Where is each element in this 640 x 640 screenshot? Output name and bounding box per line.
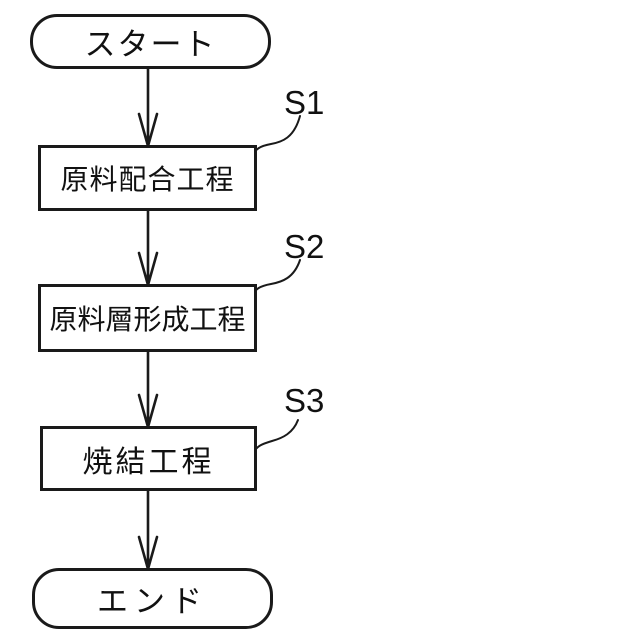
step-label-s1: S1 (284, 84, 325, 121)
arrow-start-to-step1 (137, 67, 159, 148)
node-step1-label: 原料配合工程 (60, 164, 235, 195)
flowchart-node-step3: 焼結工程 (40, 426, 257, 491)
flowchart-node-start: スタート (30, 14, 271, 69)
arrow-step2-to-step3 (137, 349, 159, 429)
flowchart-node-end: エンド (32, 568, 273, 629)
node-end-label: エンド (97, 584, 208, 619)
leader-line-s2 (251, 259, 301, 297)
arrow-step1-to-step2 (137, 209, 159, 287)
flowchart-node-step2: 原料層形成工程 (38, 284, 257, 352)
leader-line-s1 (251, 115, 301, 158)
step-label-s3: S3 (284, 382, 325, 419)
arrow-step3-to-end (137, 489, 159, 571)
node-step2-label: 原料層形成工程 (49, 304, 246, 335)
node-step3-label: 焼結工程 (82, 445, 215, 479)
node-start-label: スタート (84, 27, 217, 62)
flowchart-node-step1: 原料配合工程 (38, 145, 257, 211)
step-label-s2: S2 (284, 228, 325, 265)
leader-line-s3 (253, 419, 299, 453)
